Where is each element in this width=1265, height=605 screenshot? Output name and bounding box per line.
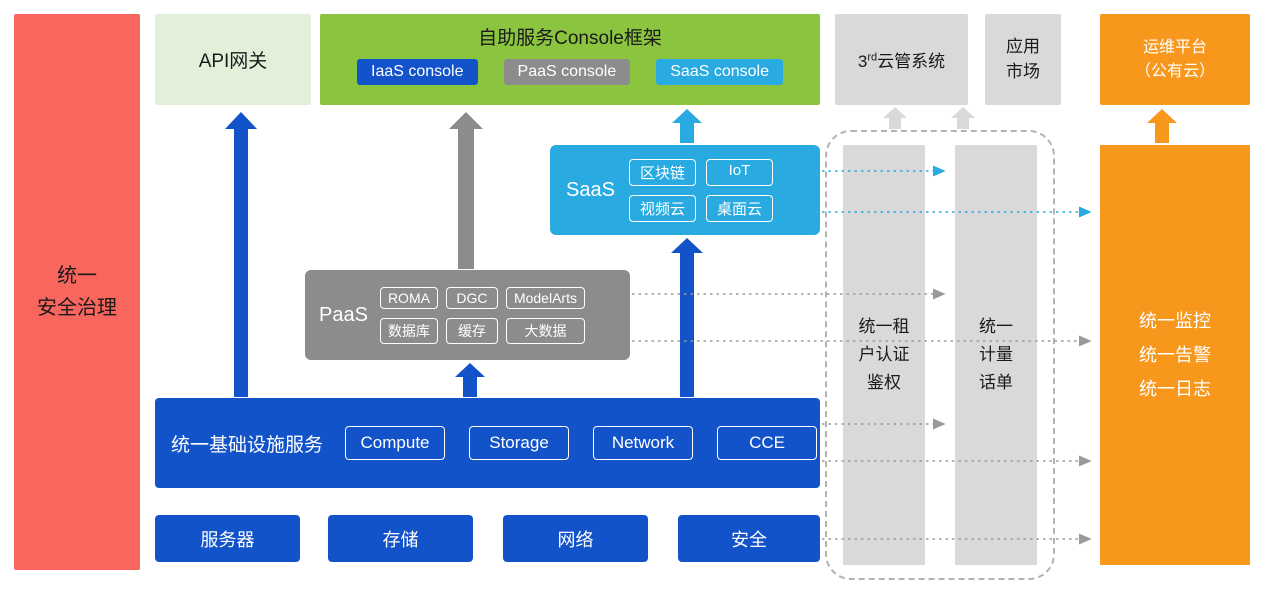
foundation-box-security: 安全 — [678, 515, 820, 562]
saas-chip-desktop-cloud: 桌面云 — [705, 194, 773, 222]
saas-chip-video-cloud: 视频云 — [628, 194, 696, 222]
paas-chip-dgc: DGC — [445, 286, 498, 309]
foundation-box-server: 服务器 — [155, 515, 300, 562]
arrow-paas-to-console — [449, 112, 483, 269]
infrastructure-box: 统一基础设施服务 Compute Storage Network CCE — [155, 398, 820, 488]
api-gateway-label: API网关 — [198, 51, 268, 72]
paas-chip-roma: ROMA — [379, 286, 438, 309]
arrow-infra-to-api-gateway — [225, 112, 257, 397]
arrow-infra-to-saas — [671, 238, 703, 397]
paas-chip-grid: ROMA DGC ModelArts 数据库 缓存 大数据 — [379, 286, 585, 344]
metering-bar: 统一 计量 话单 — [955, 145, 1037, 565]
infra-chip-cce: CCE — [717, 426, 818, 460]
app-market-box: 应用 市场 — [985, 14, 1061, 105]
saas-chip-iot: IoT — [705, 158, 773, 186]
shared-services-dashed-border — [825, 130, 1055, 580]
paas-chip-modelarts: ModelArts — [505, 286, 585, 309]
metering-label: 统一 计量 话单 — [979, 316, 1013, 393]
foundation-label-security: 安全 — [731, 529, 767, 550]
infra-chip-compute: Compute — [345, 426, 446, 460]
api-gateway-box: API网关 — [155, 14, 311, 105]
foundation-label-network: 网络 — [557, 529, 594, 550]
console-buttons-row: IaaS console PaaS console SaaS console — [320, 59, 820, 85]
arrow-infra-to-paas — [455, 363, 485, 397]
saas-console-button: SaaS console — [656, 59, 783, 85]
arrow-metering-to-third-party — [951, 107, 975, 129]
monitoring-label: 统一监控 统一告警 统一日志 — [1139, 310, 1211, 400]
paas-chip-bigdata: 大数据 — [505, 317, 585, 344]
tenant-auth-bar: 统一租 户认证 鉴权 — [843, 145, 925, 565]
saas-label: SaaS — [566, 178, 615, 201]
infra-chip-storage: Storage — [469, 426, 570, 460]
iaas-console-button: IaaS console — [357, 59, 478, 85]
foundation-label-server: 服务器 — [200, 529, 255, 550]
foundation-box-storage: 存储 — [328, 515, 473, 562]
saas-box: SaaS 区块链 IoT 视频云 桌面云 — [550, 145, 820, 235]
paas-chip-cache: 缓存 — [445, 317, 498, 344]
paas-chip-database: 数据库 — [379, 317, 438, 344]
saas-chip-blockchain: 区块链 — [628, 158, 696, 186]
infrastructure-label: 统一基础设施服务 — [171, 434, 324, 456]
console-frame-title: 自助服务Console框架 — [478, 28, 662, 49]
app-market-label: 应用 市场 — [1006, 36, 1040, 81]
console-frame-box: 自助服务Console框架 IaaS console PaaS console … — [320, 14, 820, 105]
paas-console-button: PaaS console — [503, 59, 631, 85]
paas-label: PaaS — [319, 303, 368, 326]
arrow-auth-to-third-party — [883, 107, 907, 129]
om-platform-label: 运维平台 （公有云） — [1134, 38, 1215, 80]
tenant-auth-label: 统一租 户认证 鉴权 — [858, 316, 910, 393]
infra-chip-network: Network — [593, 426, 694, 460]
arrow-saas-to-console — [672, 109, 702, 143]
arrow-monitor-to-om-platform — [1147, 109, 1177, 143]
monitoring-bar: 统一监控 统一告警 统一日志 — [1100, 145, 1250, 565]
saas-chip-grid: 区块链 IoT 视频云 桌面云 — [628, 158, 773, 222]
foundation-box-network: 网络 — [503, 515, 648, 562]
third-party-cloud-label: 3rd云管系统 — [857, 51, 946, 71]
paas-box: PaaS ROMA DGC ModelArts 数据库 缓存 大数据 — [305, 270, 630, 360]
infrastructure-chip-row: Compute Storage Network CCE — [345, 426, 818, 460]
security-governance-label: 统一 安全治理 — [37, 265, 117, 319]
third-party-cloud-box: 3rd云管系统 — [835, 14, 968, 105]
om-platform-box: 运维平台 （公有云） — [1100, 14, 1250, 105]
foundation-label-storage: 存储 — [382, 529, 419, 550]
security-governance-bar: 统一 安全治理 — [14, 14, 140, 570]
